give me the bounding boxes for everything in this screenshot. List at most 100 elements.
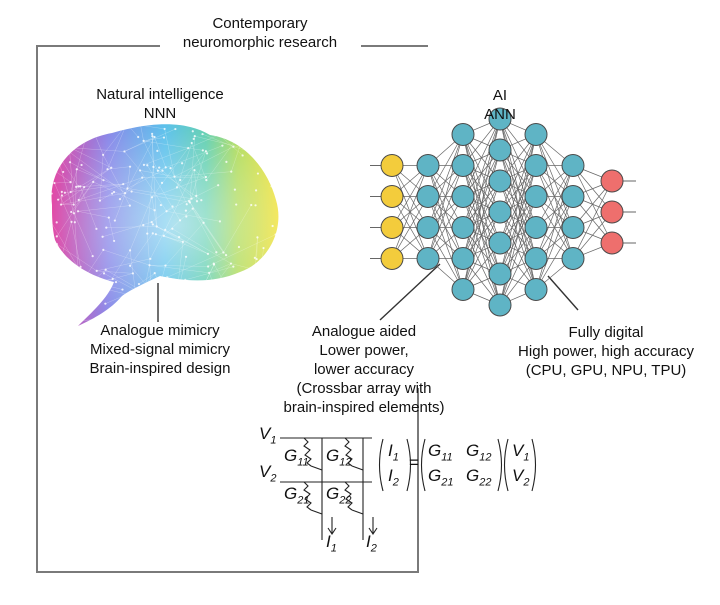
ann-edge: [535, 165, 574, 259]
brain-node: [240, 272, 243, 276]
brain-node: [178, 288, 181, 291]
natural-title-line1: Natural intelligence: [96, 86, 224, 103]
ann-edge: [427, 134, 464, 228]
analogue-desc-line: Analogue aided: [311, 323, 417, 340]
brain-node: [51, 275, 54, 278]
ann-input-node: [380, 154, 404, 177]
brain-node: [125, 124, 128, 125]
brain-node: [270, 156, 273, 159]
ann-hidden-node: [451, 123, 475, 146]
ann-edge: [462, 118, 501, 228]
equation-g11: G11: [428, 441, 453, 464]
brain-link: [237, 275, 256, 318]
natural-title-line2: NNN: [143, 105, 177, 122]
brain-node: [84, 279, 87, 282]
digital-desc-line: (CPU, GPU, NPU, TPU): [525, 362, 687, 379]
brain-node: [139, 124, 142, 126]
brain-node: [77, 283, 81, 286]
ann-hidden-node: [451, 247, 475, 270]
ann-output-node: [600, 231, 624, 255]
frame-title: Contemporary neuromorphic research: [160, 14, 360, 52]
brain-node: [78, 269, 81, 273]
brain-node: [119, 307, 122, 310]
ann-output-node: [600, 169, 624, 193]
ann-edge: [427, 165, 464, 259]
ann-hidden-node: [416, 216, 440, 239]
ann-hidden-node: [488, 200, 512, 224]
brain-node: [79, 268, 83, 272]
digital-desc-line: High power, high accuracy: [518, 343, 694, 360]
brain-node: [171, 314, 174, 318]
brain-node: [67, 301, 70, 304]
ai-title: AI ANN: [450, 86, 550, 124]
ann-hidden-node: [451, 278, 475, 301]
brain-node: [53, 155, 56, 158]
brain-node: [248, 320, 251, 323]
brain-node: [51, 322, 52, 325]
equation-g12: G12: [466, 441, 492, 464]
equation-g21: G21: [428, 466, 454, 489]
brain-node: [254, 315, 257, 319]
brain-node: [263, 297, 267, 300]
brain-node: [49, 212, 51, 214]
ann-edge: [427, 134, 464, 259]
brain-node: [222, 299, 225, 302]
brain-node: [244, 136, 247, 139]
brain-node: [273, 284, 276, 287]
brain-node: [150, 292, 153, 296]
brain-node: [118, 316, 121, 319]
ann-input-node: [380, 216, 404, 239]
brain-node: [223, 311, 226, 314]
brain-node: [89, 127, 92, 130]
brain-node: [68, 151, 71, 154]
analogue-desc-line: Lower power,: [319, 342, 409, 359]
ann-edge: [391, 196, 429, 259]
ai-title-line1: AI: [492, 87, 508, 104]
analogue-desc-line: (Crossbar array with: [296, 380, 432, 397]
brain-node: [231, 309, 234, 312]
ann-input-node: [380, 247, 404, 270]
natural-title: Natural intelligence NNN: [70, 85, 250, 123]
ann-hidden-node: [416, 247, 440, 270]
brain-node: [52, 122, 54, 124]
brain-node: [54, 149, 57, 152]
ann-edge: [427, 134, 464, 197]
ann-edge: [499, 227, 537, 306]
frame-title-line1: Contemporary: [212, 15, 308, 32]
current-i1-label: I1: [326, 532, 337, 555]
brain-node: [88, 124, 91, 127]
ann-edge: [535, 227, 574, 290]
brain-node: [272, 244, 275, 248]
brain-node: [253, 268, 256, 271]
ann-edge: [535, 165, 574, 228]
frame-title-line2: neuromorphic research: [182, 34, 338, 51]
voltage-v2-label: V2: [259, 462, 277, 485]
ann-hidden-node: [488, 107, 512, 131]
equation-g22: G22: [466, 466, 492, 489]
equation-v1: V1: [512, 441, 530, 464]
ann-hidden-node: [524, 123, 548, 146]
ann-edge: [499, 196, 537, 306]
analogue-desc-line: lower accuracy: [313, 361, 415, 378]
ann-hidden-node: [488, 169, 512, 193]
brain-node: [49, 219, 51, 221]
digital-desc-line: Fully digital: [568, 324, 644, 341]
ann-hidden-node: [561, 216, 585, 239]
crossbar-array: [280, 437, 537, 540]
ann-edge: [427, 196, 464, 259]
ann-edge: [572, 180, 613, 259]
ann-hidden-node: [524, 247, 548, 270]
digital-description: Fully digital High power, high accuracy …: [496, 323, 716, 380]
brain-node: [67, 147, 71, 150]
conductance-g21-label: G21: [284, 484, 310, 507]
ann-hidden-node: [561, 247, 585, 270]
equation-i2: I2: [388, 466, 399, 489]
brain-node: [271, 300, 275, 303]
ann-hidden-node: [488, 262, 512, 286]
brain-node: [244, 325, 247, 326]
brain-node: [244, 147, 247, 150]
brain-node: [136, 310, 139, 313]
brain-node: [76, 305, 80, 308]
equation-i1: I1: [388, 441, 399, 464]
ann-edge: [462, 180, 501, 290]
